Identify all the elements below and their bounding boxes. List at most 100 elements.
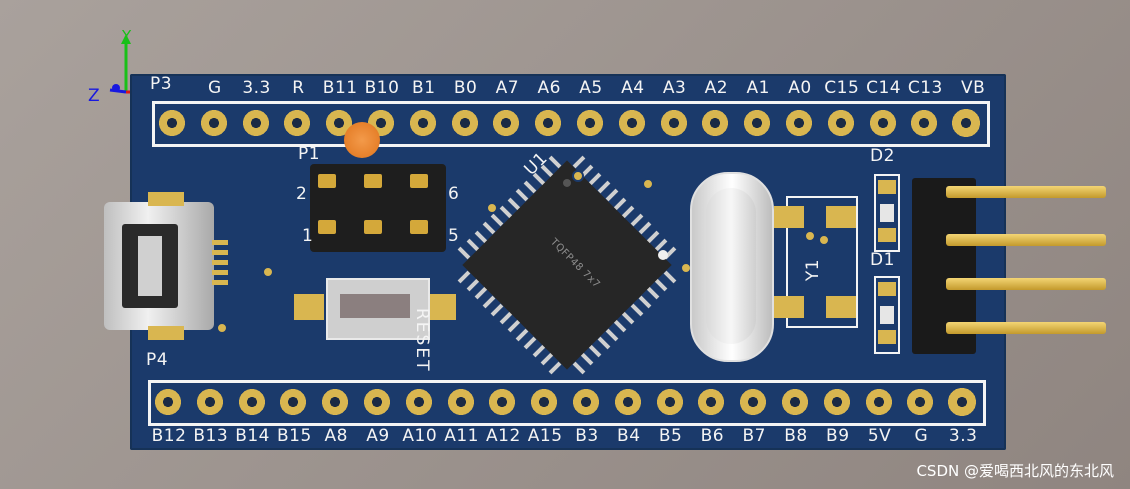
via	[486, 202, 498, 214]
bottom-pin-label: B9	[826, 426, 850, 446]
reset-label: RESET	[412, 308, 432, 373]
top-pin-label: B10	[364, 78, 400, 98]
via	[572, 170, 584, 182]
top-pin-label: B11	[322, 78, 358, 98]
via	[818, 234, 830, 246]
bottom-pin-label: B12	[151, 426, 187, 446]
header-pad	[951, 108, 982, 138]
via	[262, 266, 274, 278]
usb-pin	[212, 270, 228, 275]
mcu-pin	[613, 320, 627, 333]
header-pad	[654, 387, 685, 417]
y1-designator: Y1	[803, 258, 824, 282]
top-pin-label: B1	[412, 78, 436, 98]
header-pad	[821, 387, 852, 417]
p1-pin1: 1	[302, 226, 314, 246]
top-pin-label: C14	[866, 78, 902, 98]
mcu-pin	[589, 344, 602, 358]
bottom-pin-label: B3	[575, 426, 599, 446]
header-pad	[362, 387, 392, 417]
usb-pin	[212, 280, 228, 285]
mcu-pin	[646, 287, 660, 300]
mcu-pin	[638, 295, 652, 309]
reset-button-cap	[340, 294, 410, 318]
reset-button	[294, 274, 456, 344]
led-pad	[878, 282, 896, 296]
header-pad	[612, 387, 643, 417]
y1-pad	[826, 206, 856, 228]
bottom-pin-label: B6	[700, 426, 725, 446]
header-pad	[825, 108, 856, 138]
header-pad	[947, 387, 978, 417]
axis-y-label: Y	[122, 27, 132, 45]
via	[642, 178, 654, 190]
header-pad	[278, 387, 309, 417]
top-pin-label: R	[292, 78, 305, 98]
top-pin-label: C15	[824, 78, 860, 98]
header-pin	[946, 278, 1106, 290]
header-pad	[696, 387, 727, 417]
header-pin	[946, 234, 1106, 246]
top-pin-label: B0	[453, 78, 478, 98]
p1-pin	[364, 174, 382, 188]
header-pad	[407, 108, 438, 138]
header-pad	[403, 387, 434, 417]
bottom-pin-label: B14	[235, 426, 270, 446]
top-pin-label: A1	[746, 78, 770, 98]
y1-pad	[774, 296, 804, 318]
header-pad	[487, 387, 518, 417]
p1-pin	[410, 174, 428, 188]
bottom-pin-label: A8	[324, 426, 348, 446]
via	[216, 322, 228, 334]
y1-outline	[786, 196, 858, 328]
led-d1	[874, 276, 900, 354]
header-pad	[905, 387, 936, 417]
header-pad	[738, 387, 769, 417]
p1-pin	[364, 220, 382, 234]
origin-marker	[344, 122, 380, 158]
y1-pad	[774, 206, 804, 228]
header-pad	[236, 387, 267, 417]
d2-designator: D2	[870, 146, 895, 166]
mcu-pin	[572, 361, 586, 374]
pin1-dot	[561, 177, 573, 189]
y1-pad	[826, 296, 856, 318]
bottom-pin-label: 3.3	[948, 426, 978, 446]
top-pin-label: A5	[579, 78, 603, 98]
bottom-pin-label: 5V	[867, 426, 892, 446]
reset-button-pad	[294, 294, 324, 320]
header-pad	[194, 387, 225, 417]
bottom-pin-label: B7	[742, 426, 766, 446]
header-pin	[946, 186, 1106, 198]
led-pad	[878, 228, 896, 242]
led-pad	[878, 330, 896, 344]
bottom-pin-label: G	[914, 426, 929, 446]
axis-z-label: Z	[88, 86, 101, 106]
p1-label: P1	[298, 144, 321, 164]
header-pad	[491, 108, 522, 138]
usb-connector	[104, 202, 214, 330]
top-pin-label: A0	[788, 78, 812, 98]
bottom-pin-label: A10	[402, 426, 438, 446]
header-pad	[784, 108, 814, 138]
fiducial	[658, 250, 668, 260]
crystal-can	[690, 172, 774, 362]
header-pad	[282, 108, 313, 138]
header-pad	[445, 387, 476, 417]
top-pin-label: A4	[621, 78, 645, 98]
p1-pin6: 6	[448, 184, 460, 204]
led-body	[880, 204, 894, 222]
header-pad	[198, 108, 229, 138]
header-pad	[571, 387, 601, 417]
usb-tongue	[138, 236, 162, 296]
header-p4-label: P4	[146, 350, 169, 370]
watermark: CSDN @爱喝西北风的东北风	[916, 462, 1114, 480]
top-pin-label: 3.3	[242, 78, 271, 98]
p1-pin	[410, 220, 428, 234]
header-pin	[946, 322, 1106, 334]
bottom-pin-label: B4	[617, 426, 641, 446]
header-pad	[780, 387, 810, 417]
usb-pin	[212, 260, 228, 265]
header-pad	[320, 387, 351, 417]
